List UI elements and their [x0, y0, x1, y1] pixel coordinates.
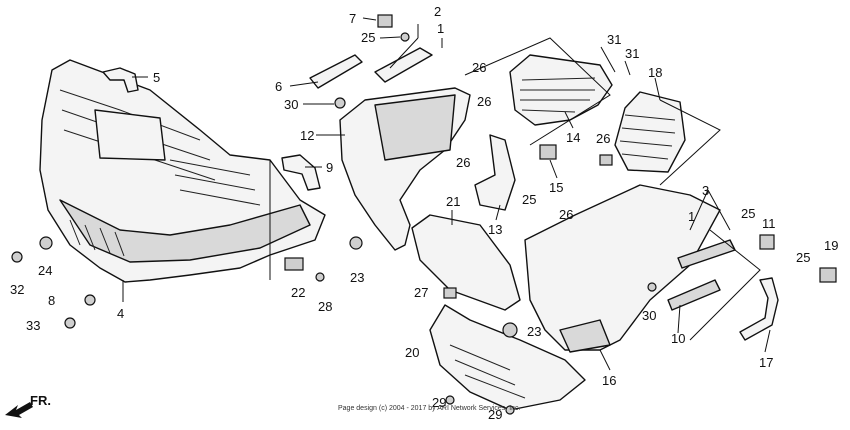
part-21-lid — [411, 214, 521, 311]
callout-33: 33 — [26, 318, 40, 333]
part-32-bolt — [11, 251, 23, 263]
leader-lines — [122, 17, 771, 371]
callout-25-fourth: 25 — [796, 250, 810, 265]
callout-25: 25 — [361, 30, 375, 45]
part-14-vent — [509, 54, 613, 126]
callout-25-third: 25 — [741, 206, 755, 221]
callout-19: 19 — [824, 238, 838, 253]
part-29-screw — [445, 395, 455, 405]
boundary-lines — [269, 37, 761, 341]
part-33-screw — [64, 317, 76, 329]
callout-32: 32 — [10, 282, 24, 297]
callout-29-second: 29 — [488, 407, 502, 422]
callout-18: 18 — [648, 65, 662, 80]
callout-26-second: 26 — [477, 94, 491, 109]
callout-24: 24 — [38, 263, 52, 278]
callout-31: 31 — [607, 32, 621, 47]
callout-4: 4 — [117, 306, 124, 321]
callout-15: 15 — [549, 180, 563, 195]
part-25-screw — [400, 32, 410, 42]
callout-21: 21 — [446, 194, 460, 209]
part-20-under-cover — [429, 304, 586, 411]
callout-10: 10 — [671, 331, 685, 346]
callout-6: 6 — [275, 79, 282, 94]
callout-16: 16 — [602, 373, 616, 388]
callout-1: 1 — [437, 21, 444, 36]
callout-30-second: 30 — [642, 308, 656, 323]
part-11-clip — [759, 234, 775, 250]
callout-22: 22 — [291, 285, 305, 300]
part-10-strip — [667, 279, 721, 311]
callouts: 1 2 3 4 5 6 7 8 9 10 11 12 13 14 15 16 1… — [10, 4, 838, 422]
callout-17: 17 — [759, 355, 773, 370]
callout-28: 28 — [318, 299, 332, 314]
callout-26-fifth: 26 — [559, 207, 573, 222]
part-26-clip — [599, 154, 613, 166]
part-30-screw — [334, 97, 346, 109]
part-30b-screw — [647, 282, 657, 292]
callout-26: 26 — [472, 60, 486, 75]
callout-11: 11 — [762, 216, 776, 231]
copyright-text: Page design (c) 2004 - 2017 by ARI Netwo… — [338, 405, 521, 412]
callout-13: 13 — [488, 222, 502, 237]
callout-26-third: 26 — [456, 155, 470, 170]
part-29b-screw — [505, 405, 515, 415]
part-27-clip — [443, 287, 457, 299]
part-17-stay — [739, 277, 779, 341]
part-5-bracket — [102, 67, 139, 93]
callout-1-second: 1 — [688, 209, 695, 224]
part-8-bolt — [84, 294, 96, 306]
callout-12: 12 — [300, 128, 314, 143]
callout-20: 20 — [405, 345, 419, 360]
part-4-lower-cowl — [39, 59, 326, 283]
part-19-clip — [819, 267, 837, 283]
part-2-trim — [374, 47, 433, 83]
front-label: FR. — [30, 393, 51, 408]
part-28-screw — [315, 272, 325, 282]
callout-29: 29 — [432, 395, 446, 410]
part-9-duct — [281, 154, 321, 191]
hardware-group — [11, 14, 837, 415]
part-15-bracket — [539, 144, 557, 160]
callout-14: 14 — [566, 130, 580, 145]
callout-23: 23 — [350, 270, 364, 285]
callout-3: 3 — [702, 183, 709, 198]
callout-23-second: 23 — [527, 324, 541, 339]
part-6-trim — [309, 54, 363, 89]
callout-30: 30 — [284, 97, 298, 112]
part-7-clip — [377, 14, 393, 28]
callout-2: 2 — [434, 4, 441, 19]
part-23b-grommet — [502, 322, 518, 338]
callout-7: 7 — [349, 11, 356, 26]
part-23-grommet — [349, 236, 363, 250]
callout-9: 9 — [326, 160, 333, 175]
callout-25-second: 25 — [522, 192, 536, 207]
part-16-front-panel — [524, 184, 721, 353]
part-13-bracket — [474, 134, 516, 211]
callout-26-fourth: 26 — [596, 131, 610, 146]
part-12-inner-panel — [339, 87, 471, 251]
callout-27: 27 — [414, 285, 428, 300]
front-arrow-icon — [5, 402, 33, 418]
part-24-nut — [39, 236, 53, 250]
front-arrow: FR. — [5, 393, 51, 418]
callout-5: 5 — [153, 70, 160, 85]
callout-31-second: 31 — [625, 46, 639, 61]
part-22-clip — [284, 257, 304, 271]
part-18-grille — [614, 91, 686, 173]
callout-8: 8 — [48, 293, 55, 308]
